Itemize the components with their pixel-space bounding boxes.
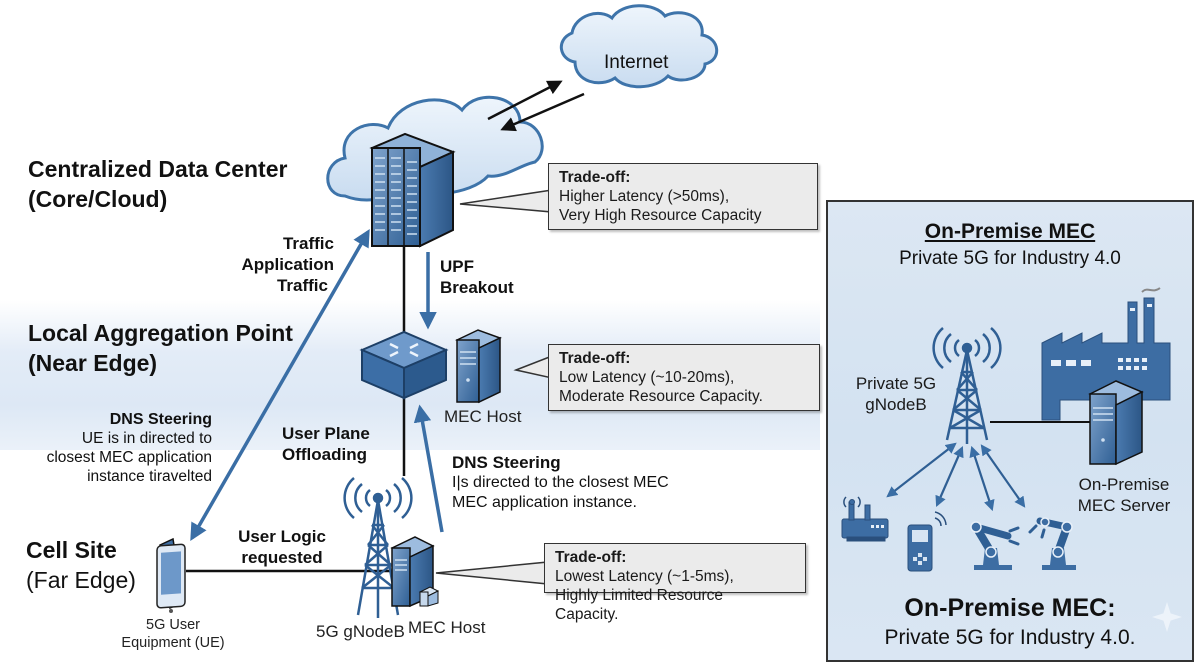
callout-heading: Trade-off:: [559, 169, 631, 186]
user-logic-line2: requested: [241, 548, 323, 567]
upf-breakout-label: UPF Breakout: [440, 256, 514, 298]
panel-footer-subtitle: Private 5G for Industry 4.0.: [884, 626, 1136, 649]
far-edge-mec-host-icon: [390, 536, 440, 608]
tier-far-edge-title: Cell Site: [26, 537, 117, 563]
core-cloud-icon: [326, 95, 544, 202]
near-edge-mec-host-label: MEC Host: [444, 407, 522, 426]
to-internet-arrow: [487, 80, 563, 121]
dns-steering-mec-note: DNS Steering I|s directed to the closest…: [452, 453, 669, 513]
user-logic-label: User Logic requested: [222, 526, 342, 568]
callout-heading: Trade-off:: [555, 549, 627, 566]
user-plane-offloading-label: User Plane Offloading: [282, 423, 370, 465]
private-gnodeb-label: Private 5G gNodeB: [846, 373, 946, 415]
on-premise-mec-panel: On-Premise MEC Private 5G for Industry 4…: [826, 200, 1194, 662]
ue-label-line1: 5G User: [146, 617, 200, 633]
callout-pointer-core: [459, 189, 553, 213]
tradeoff-callout-far-edge: Trade-off: Lowest Latency (~1-5ms), High…: [544, 543, 806, 623]
tier-near-edge-subtitle: (Near Edge): [28, 350, 158, 376]
tier-core-label: Centralized Data Center (Core/Cloud): [28, 154, 287, 214]
callout-line: Capacity.: [555, 606, 619, 623]
on-premise-server-line2: MEC Server: [1077, 496, 1171, 515]
callout-line: Low Latency (~10-20ms),: [559, 369, 735, 386]
user-logic-line1: User Logic: [238, 527, 326, 546]
from-internet-arrow: [500, 92, 585, 132]
callout-line: Very High Resource Capacity: [559, 207, 762, 224]
callout-line: Moderate Resource Capacity.: [559, 388, 763, 405]
tier-near-edge-label: Local Aggregation Point (Near Edge): [28, 318, 293, 378]
dns-mid-line: MEC application instance.: [452, 494, 637, 511]
upf-label-line1: UPF: [440, 257, 474, 276]
tier-far-edge-label: Cell Site (Far Edge): [26, 535, 136, 595]
offload-label-line1: User Plane: [282, 424, 370, 443]
dns-steering-ue-note: DNS Steering UE is in directed to closes…: [40, 410, 212, 486]
dns-left-line: instance tiravelted: [87, 468, 212, 485]
far-edge-mec-host-label: MEC Host: [408, 618, 486, 637]
dns-left-line: UE is in directed to: [81, 430, 212, 447]
callout-line: Lowest Latency (~1-5ms),: [555, 568, 734, 585]
panel-title: On-Premise MEC: [924, 220, 1096, 243]
datacenter-server-icon: [369, 132, 456, 248]
traffic-label-line2: Application: [241, 255, 334, 274]
dns-left-title: DNS Steering: [109, 411, 212, 428]
dns-mid-title: DNS Steering: [452, 453, 561, 472]
panel-footer-title: On-Premise MEC:: [904, 594, 1116, 622]
callout-line: Highly Limited Resource: [555, 587, 723, 604]
tier-near-edge-title: Local Aggregation Point: [28, 320, 293, 346]
private-gnodeb-line1: Private 5G: [855, 374, 937, 393]
tradeoff-callout-near-edge: Trade-off: Low Latency (~10-20ms), Moder…: [548, 344, 820, 411]
upf-label-line2: Breakout: [440, 278, 514, 297]
dns-left-line: closest MEC application: [46, 449, 212, 466]
on-premise-server-line1: On-Premise: [1078, 475, 1170, 494]
offload-label-line2: Offloading: [282, 445, 367, 464]
gnodeb-tower-icon: [343, 477, 413, 618]
callout-pointer-far: [435, 561, 549, 585]
traffic-label-line1: Traffic: [282, 234, 334, 253]
on-premise-server-label: On-Premise MEC Server: [1064, 474, 1184, 516]
callout-heading: Trade-off:: [559, 350, 631, 367]
callout-line: Higher Latency (>50ms),: [559, 188, 730, 205]
gnodeb-label: 5G gNodeB: [316, 622, 405, 641]
traffic-label-line3: Traffic: [276, 276, 328, 295]
tier-core-subtitle: (Core/Cloud): [28, 186, 168, 212]
ue-label-line2: Equipment (UE): [121, 635, 225, 651]
dns-mid-line: I|s directed to the closest MEC: [452, 474, 669, 491]
traffic-label: Traffic Application Traffic: [200, 233, 334, 296]
panel-subtitle: Private 5G for Industry 4.0: [899, 248, 1121, 269]
tradeoff-callout-core: Trade-off: Higher Latency (>50ms), Very …: [548, 163, 818, 230]
tier-core-title: Centralized Data Center: [28, 156, 288, 182]
internet-label: Internet: [604, 52, 669, 73]
private-gnodeb-line2: gNodeB: [865, 395, 927, 414]
tier-far-edge-subtitle: (Far Edge): [26, 567, 136, 593]
internet-cloud-icon: [560, 4, 719, 89]
ue-phone-icon: [156, 537, 186, 613]
ue-label: 5G User Equipment (UE): [108, 616, 238, 652]
